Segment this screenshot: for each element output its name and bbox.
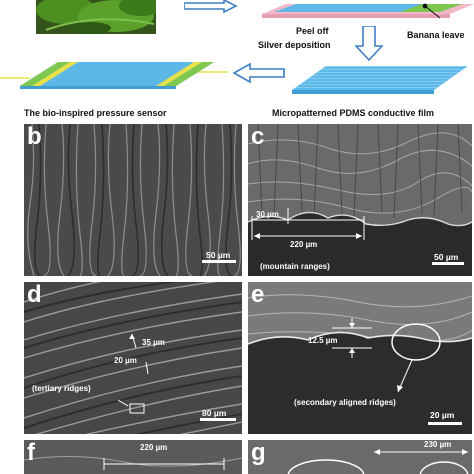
panel-e-micrograph: e 12.5 µm (secondary aligned ridges) 20 …	[248, 282, 472, 434]
pdms-film-illustration	[292, 66, 468, 94]
panel-b-scale: 50 µm	[206, 250, 231, 260]
panel-f-letter: f	[27, 440, 35, 466]
panel-e-letter: e	[251, 282, 265, 308]
panel-c-caption: (mountain ranges)	[260, 262, 330, 271]
panel-b-micrograph: b 50 µm	[24, 124, 242, 276]
panel-c-width-dim: 220 µm	[290, 240, 318, 249]
panel-e-scale: 20 µm	[430, 410, 455, 420]
panel-c-micrograph: c 30 µm 220 µm (mountain ranges) 50 µm	[248, 124, 472, 276]
silver-deposition-label: Silver deposition	[258, 40, 331, 50]
panel-d-dim-1: 35 µm	[142, 338, 165, 347]
panel-d-scale: 80 µm	[202, 408, 227, 418]
panel-c-height-dim: 30 µm	[256, 210, 279, 219]
panel-d-micrograph: d 35 µm 20 µm (tertiary ridges) 80 µm	[24, 282, 242, 434]
panel-d-dim-2: 20 µm	[114, 356, 137, 365]
leaf-mold-layer	[262, 3, 474, 19]
panel-g-dim: 230 µm	[424, 440, 452, 449]
panel-e-dim: 12.5 µm	[308, 336, 338, 345]
panel-c-scale: 50 µm	[434, 252, 459, 262]
pdms-film-label: Micropatterned PDMS conductive film	[272, 108, 435, 118]
arrow-right-icon	[184, 0, 238, 14]
panel-g-micrograph: g 230 µm	[248, 440, 472, 474]
panel-f-dim: 220 µm	[140, 443, 168, 452]
banana-leaf-photo	[36, 0, 156, 34]
sensor-label: The bio-inspired pressure sensor	[24, 108, 167, 118]
arrow-left-icon	[232, 62, 285, 84]
banana-leave-label: Banana leave	[407, 30, 465, 40]
panel-f-micrograph: f 220 µm	[24, 440, 242, 474]
panel-e-caption: (secondary aligned ridges)	[294, 398, 396, 407]
panel-c-letter: c	[251, 124, 265, 150]
panel-d-caption: (tertiary ridges)	[32, 384, 91, 393]
peel-off-label: Peel off	[296, 26, 329, 36]
panel-d-letter: d	[27, 282, 42, 308]
arrow-down-icon	[355, 26, 383, 62]
panel-g-letter: g	[251, 440, 266, 466]
pressure-sensor-illustration	[0, 62, 228, 89]
schematic-region: Banana leave Peel off Silver deposition …	[0, 0, 474, 122]
panel-b-letter: b	[27, 124, 42, 150]
